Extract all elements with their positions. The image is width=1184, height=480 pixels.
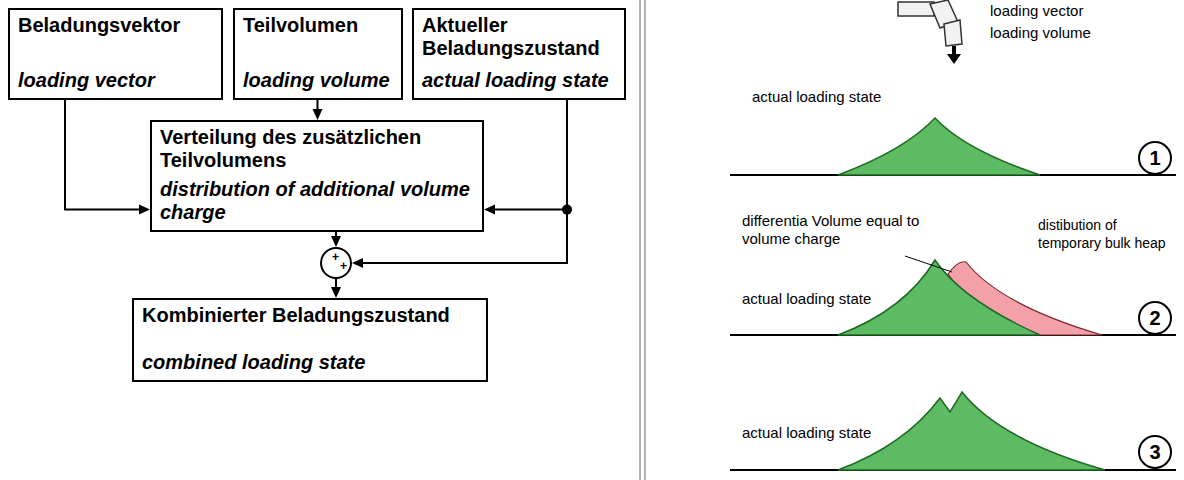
annotation-label: actual loading state xyxy=(742,290,912,308)
leader-line xyxy=(905,256,952,272)
german-title: Kombinierter Beladungszustand xyxy=(142,304,478,327)
robot-arm xyxy=(898,0,962,46)
sum-junction: ++ xyxy=(320,247,352,279)
callout-circle xyxy=(1139,142,1171,174)
flow-arrow xyxy=(331,232,341,247)
annotation-label: differentia Volume equal to volume charg… xyxy=(742,212,922,248)
drop-arrow xyxy=(947,54,961,64)
annotation-label: distibution of temporary bulk heap xyxy=(1038,216,1178,252)
annotation-label: loading volume xyxy=(990,24,1140,42)
process-box: Verteilung des zusätzlichen Teilvolumens… xyxy=(150,120,484,232)
divider-line xyxy=(639,0,641,480)
german-title: Teilvolumen xyxy=(243,14,393,37)
callout-circle xyxy=(1139,302,1171,334)
callout-number: 3 xyxy=(1140,440,1170,464)
process-box: Kombinierter Beladungszustand combined lo… xyxy=(132,298,488,382)
sign: + xyxy=(340,260,347,272)
callout-number: 1 xyxy=(1140,146,1170,170)
drop-arrow xyxy=(952,46,956,54)
callout-number: 2 xyxy=(1140,306,1170,330)
annotation-label: loading vector xyxy=(990,2,1140,20)
english-title: distribution of additional volume charge xyxy=(160,178,474,224)
bulk-heap xyxy=(838,392,1105,470)
german-title: Verteilung des zusätzlichen Teilvolumens xyxy=(160,126,474,172)
english-title: actual loading state xyxy=(422,69,616,92)
divider-line xyxy=(644,0,646,480)
english-title: loading vector xyxy=(18,69,213,92)
process-box: Beladungsvektor loading vector xyxy=(8,8,223,100)
process-box: Teilvolumen loading volume xyxy=(233,8,403,100)
flow-arrow xyxy=(313,100,323,120)
german-title: Beladungsvektor xyxy=(18,14,213,37)
german-title: Aktueller Beladungszustand xyxy=(422,14,616,60)
sign: + xyxy=(332,251,339,263)
flow-arrow xyxy=(484,100,567,215)
annotation-label: actual loading state xyxy=(752,88,922,106)
flow-arrow xyxy=(331,279,341,298)
english-title: combined loading state xyxy=(142,351,478,374)
annotation-label: actual loading state xyxy=(742,424,912,442)
bulk-heap xyxy=(838,118,1040,175)
process-box: Aktueller Beladungszustand actual loading… xyxy=(412,8,626,100)
flow-arrow xyxy=(65,100,150,215)
english-title: loading volume xyxy=(243,69,393,92)
callout-circle xyxy=(1139,436,1171,468)
